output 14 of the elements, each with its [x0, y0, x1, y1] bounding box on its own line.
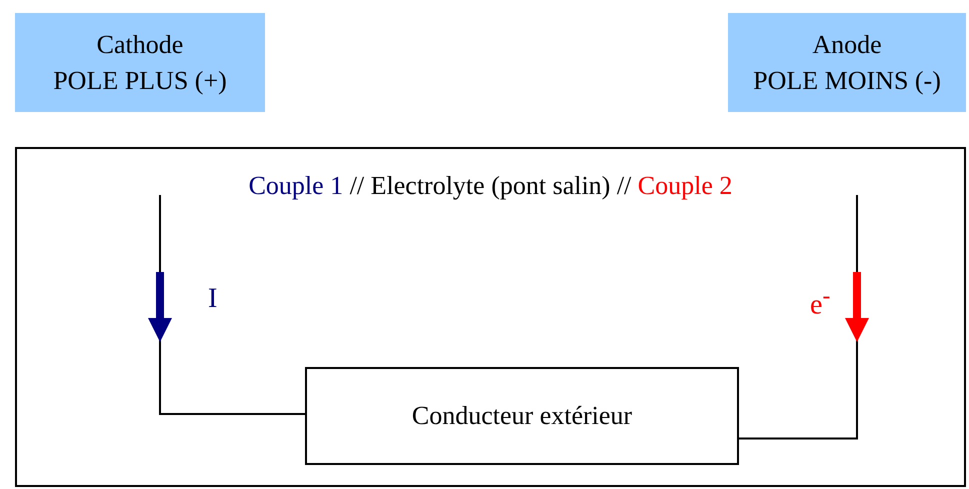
couple-label: Couple 2 [638, 171, 732, 200]
cell-frame [15, 147, 966, 487]
electrode-name: Cathode [96, 28, 184, 60]
polarity-label: POLE PLUS (+) [53, 64, 227, 96]
electrolyte-label: // Electrolyte (pont salin) // [350, 171, 632, 200]
conductor-box [305, 367, 739, 465]
conductor-label: Conducteur extérieur [412, 401, 632, 431]
electrode-name: Anode [812, 28, 882, 60]
polarity-label: POLE MOINS (-) [753, 64, 941, 96]
symbol-label: I [208, 283, 218, 315]
symbol-label: e$^{-}$ [810, 283, 830, 322]
couple-label: Couple 1 [248, 171, 344, 200]
electrode-label-box [728, 13, 966, 112]
electrode-label-box [15, 13, 265, 112]
